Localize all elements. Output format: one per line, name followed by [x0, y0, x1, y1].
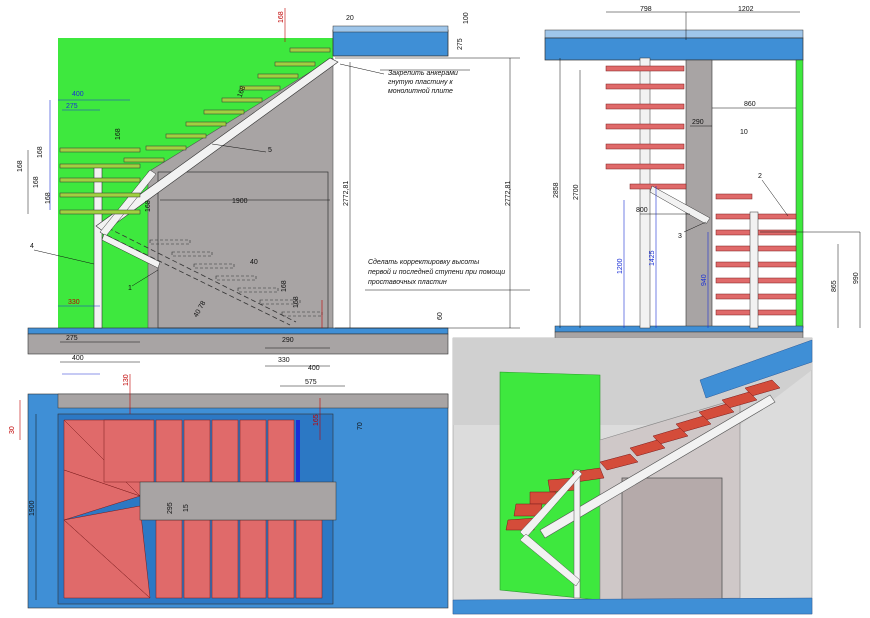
side-door-opening [157, 171, 329, 329]
dim-front-990: 990 [853, 272, 860, 284]
dim-front-2700: 2700 [573, 184, 580, 200]
callout-side-4: 4 [30, 243, 34, 250]
callout-side-1: 1 [128, 285, 132, 292]
dim-side-400-bot: 400 [72, 355, 84, 362]
front-upper-steps [605, 65, 687, 190]
front-concrete-wall [685, 59, 713, 329]
side-floor-slab-top [27, 327, 449, 335]
dim-side-277281-a: 2772,81 [343, 181, 350, 206]
side-lower-stringer [99, 231, 291, 326]
callout-front-2: 2 [758, 173, 762, 180]
dim-side-168-top: 168 [278, 11, 285, 23]
front-view: 798 1202 860 290 10 2858 2700 800 1200 1… [544, 6, 861, 341]
note-anchor-3: монолитной плите [388, 87, 453, 95]
note-adjust-3: проставочных пластин [368, 279, 447, 286]
dim-side-168-c: 168 [33, 176, 40, 188]
dim-side-275-r: 275 [457, 38, 464, 50]
render-column [573, 469, 581, 599]
side-view: 168 20 100 275 400 275 168 168 168 168 1… [17, 8, 530, 387]
side-upper-steps [59, 47, 331, 215]
dim-plan-165: 165 [313, 414, 320, 426]
note-adjust-1: Сделать корректировку высоты [368, 258, 480, 266]
callout-side-5: 5 [268, 147, 272, 154]
dim-side-168-a: 168 [17, 160, 24, 172]
dim-plan-30: 30 [9, 426, 16, 434]
dim-side-400-top: 400 [72, 91, 84, 98]
render-steps [505, 379, 781, 531]
dim-side-60: 60 [437, 312, 444, 320]
dim-side-168-f: 168 [237, 85, 248, 98]
dim-plan-295: 295 [167, 502, 174, 514]
note-anchor-1: Закрепить анкерами [388, 70, 458, 77]
dim-side-168-d: 168 [45, 192, 52, 204]
dim-plan-70: 70 [357, 422, 364, 430]
dim-side-400-mid: 400 [308, 365, 320, 372]
dim-front-865: 865 [831, 280, 838, 292]
note-anchor-2: гнутую пластину к [388, 79, 453, 86]
side-floor-slab [27, 333, 449, 355]
front-wall-green [795, 59, 804, 329]
dim-side-20: 20 [346, 15, 354, 22]
render-door [621, 477, 723, 601]
plan-center-wall [139, 481, 337, 521]
dim-plan-15: 15 [183, 504, 190, 512]
dim-front-290: 290 [692, 119, 704, 126]
dim-plan-1900: 1900 [29, 500, 36, 516]
dim-plan-130: 130 [123, 374, 130, 386]
dim-side-168-g: 168 [145, 200, 152, 212]
dim-side-168-e: 168 [115, 128, 122, 140]
render-view [452, 337, 813, 615]
dim-side-290: 290 [282, 337, 294, 344]
render-stringer [539, 394, 776, 539]
dim-front-1202: 1202 [738, 6, 754, 13]
front-top-slab [544, 37, 804, 61]
dim-side-168-i: 168 [293, 296, 300, 308]
dim-side-168-b: 168 [37, 146, 44, 158]
dim-front-2858: 2858 [553, 182, 560, 198]
side-column [93, 164, 103, 329]
dim-front-798: 798 [640, 6, 652, 13]
dim-front-1200: 1200 [617, 258, 624, 274]
side-top-slab [332, 29, 449, 57]
render-floor-slab [452, 597, 813, 615]
dim-side-168-h: 168 [281, 280, 288, 292]
dim-side-275-top: 275 [66, 103, 78, 110]
render-top-slab [699, 339, 813, 399]
dim-side-277281-b: 2772,81 [505, 181, 512, 206]
plan-winders [63, 419, 155, 599]
note-adjust-2: первой и последней ступени при помощи [368, 268, 505, 276]
dim-side-40: 40 [250, 259, 258, 266]
front-column [639, 57, 651, 329]
dim-front-1425: 1425 [649, 250, 656, 266]
callout-front-3: 3 [678, 233, 682, 240]
dim-side-275-bot: 275 [66, 335, 78, 342]
dim-side-1900: 1900 [232, 198, 248, 205]
plan-upper-treads [155, 419, 295, 483]
dim-front-800: 800 [636, 207, 648, 214]
dim-side-330-left: 330 [68, 299, 80, 306]
dim-front-860: 860 [744, 101, 756, 108]
plan-view: 130 30 70 1900 165 295 15 [9, 374, 449, 609]
dim-side-100: 100 [463, 12, 470, 24]
dim-side-330-mid: 330 [278, 357, 290, 364]
dim-front-10: 10 [740, 129, 748, 136]
plan-lower-treads [155, 519, 323, 599]
dim-side-575: 575 [305, 379, 317, 386]
dim-front-940: 940 [701, 274, 708, 286]
